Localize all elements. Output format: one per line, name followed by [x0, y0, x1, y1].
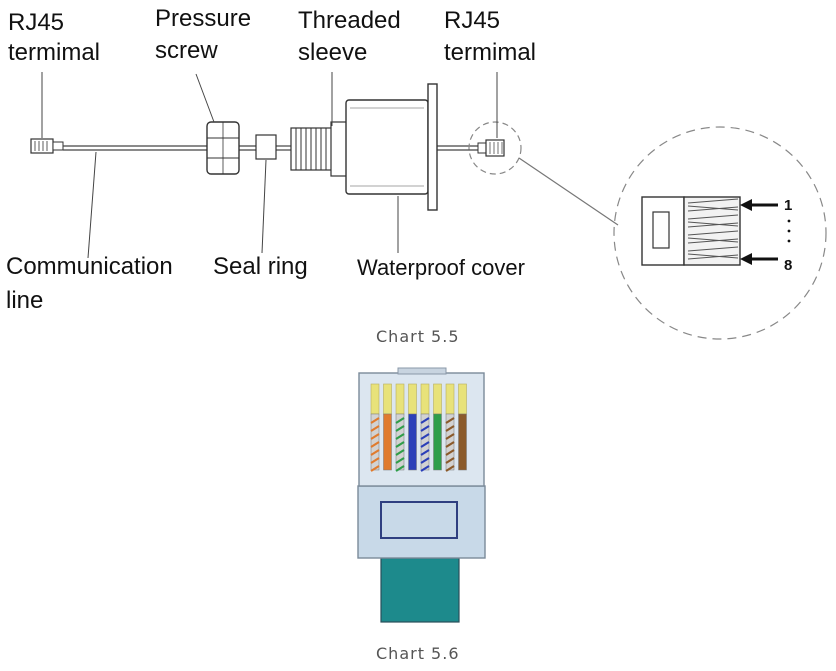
wire-1-stripe — [370, 417, 380, 424]
wire-8-contact — [458, 383, 467, 415]
wire-7-stripe — [445, 433, 455, 440]
wire-3-stripe — [395, 425, 405, 432]
plug-top-ridge — [397, 367, 447, 375]
wire-8 — [458, 383, 467, 471]
pressure-screw-label-line2: screw — [155, 37, 218, 64]
wire-7-stripe — [445, 449, 455, 456]
wire-5-stripe — [420, 425, 430, 432]
rj45-plug-color-view — [357, 367, 486, 623]
bottom-figure: Chart 5.6 — [357, 367, 486, 663]
wire-1-stripe — [370, 425, 380, 432]
wire-6 — [433, 383, 442, 471]
wire-5-contact — [420, 383, 430, 415]
wire-4-contact — [408, 383, 417, 415]
wire-1-stripe — [370, 433, 380, 440]
rj45-right-label-line2: termimal — [444, 39, 536, 66]
wire-3-stripe — [395, 441, 405, 448]
magnified-rj45-plug — [641, 196, 741, 266]
wire-3-stripe — [395, 417, 405, 424]
leader-lines — [41, 72, 498, 259]
detail-zoom: 1 8 — [468, 121, 827, 340]
wire-5-stripe — [420, 417, 430, 424]
wire-4-body — [408, 413, 417, 471]
wire-5-stripe — [420, 465, 430, 472]
wire-7-stripe — [445, 457, 455, 464]
wire-1-contact — [370, 383, 380, 415]
pin-ellipsis-dot — [787, 239, 791, 243]
wire-8-body — [458, 413, 467, 471]
pin-8-label: 8 — [784, 257, 792, 274]
wire-3-stripe — [395, 449, 405, 456]
communication-line-label-line1: Communication — [6, 253, 173, 280]
threaded-sleeve-label-line2: sleeve — [298, 39, 367, 66]
wire-2-contact — [383, 383, 392, 415]
wire-3-contact — [395, 383, 405, 415]
pin-1-label: 1 — [784, 197, 792, 214]
communication-line-label-line2: line — [6, 287, 43, 314]
rj45-left-label-line2: termimal — [8, 39, 100, 66]
wire-5-stripe — [420, 433, 430, 440]
wire-2 — [383, 383, 392, 471]
wire-7-stripe — [445, 417, 455, 424]
wire-5-stripe — [420, 449, 430, 456]
pin-1-arrow — [740, 199, 778, 211]
chart-5-6-caption: Chart 5.6 — [376, 644, 460, 663]
wire-7-stripe — [445, 441, 455, 448]
pin-8-arrow — [740, 253, 778, 265]
wire-3-stripe — [395, 465, 405, 472]
wire-5-stripe — [420, 457, 430, 464]
top-figure: 1 8 RJ45 termimal Pressure screw Threade… — [6, 5, 827, 346]
wire-7-stripe — [445, 425, 455, 432]
wire-1-stripe — [370, 465, 380, 472]
waterproof-cover-label: Waterproof cover — [357, 255, 525, 280]
wire-4 — [408, 383, 417, 471]
threaded-sleeve-label-line1: Threaded — [298, 7, 401, 34]
cable-jacket — [380, 557, 460, 623]
wire-1-stripe — [370, 441, 380, 448]
wire-7-stripe — [445, 465, 455, 472]
wire-7 — [445, 383, 455, 472]
wire-3-stripe — [395, 457, 405, 464]
wire-5-stripe — [420, 441, 430, 448]
right-rj45-plug — [477, 139, 505, 157]
left-rj45-plug — [30, 138, 64, 154]
seal-ring-label: Seal ring — [213, 253, 308, 280]
chart-5-5-caption: Chart 5.5 — [376, 327, 460, 346]
pin-ellipsis-dot — [787, 229, 791, 233]
rj45-left-label-line1: RJ45 — [8, 9, 64, 36]
wire-5 — [420, 383, 430, 472]
wire-1-stripe — [370, 457, 380, 464]
seal-ring — [255, 134, 277, 160]
wire-1-stripe — [370, 449, 380, 456]
communication-cable — [63, 145, 478, 151]
wire-3-stripe — [395, 433, 405, 440]
wire-6-body — [433, 413, 442, 471]
pressure-screw-label-line1: Pressure — [155, 5, 251, 32]
plug-latch-window — [380, 501, 458, 539]
pin-ellipsis-dot — [787, 219, 791, 223]
wire-2-body — [383, 413, 392, 471]
waterproof-cover — [345, 83, 438, 211]
wire-1 — [370, 383, 380, 472]
wire-group — [370, 383, 467, 472]
wire-6-contact — [433, 383, 442, 415]
pressure-screw — [206, 121, 240, 175]
rj45-right-label-line1: RJ45 — [444, 7, 500, 34]
wire-7-contact — [445, 383, 455, 415]
wire-3 — [395, 383, 405, 472]
threaded-sleeve — [290, 121, 350, 177]
